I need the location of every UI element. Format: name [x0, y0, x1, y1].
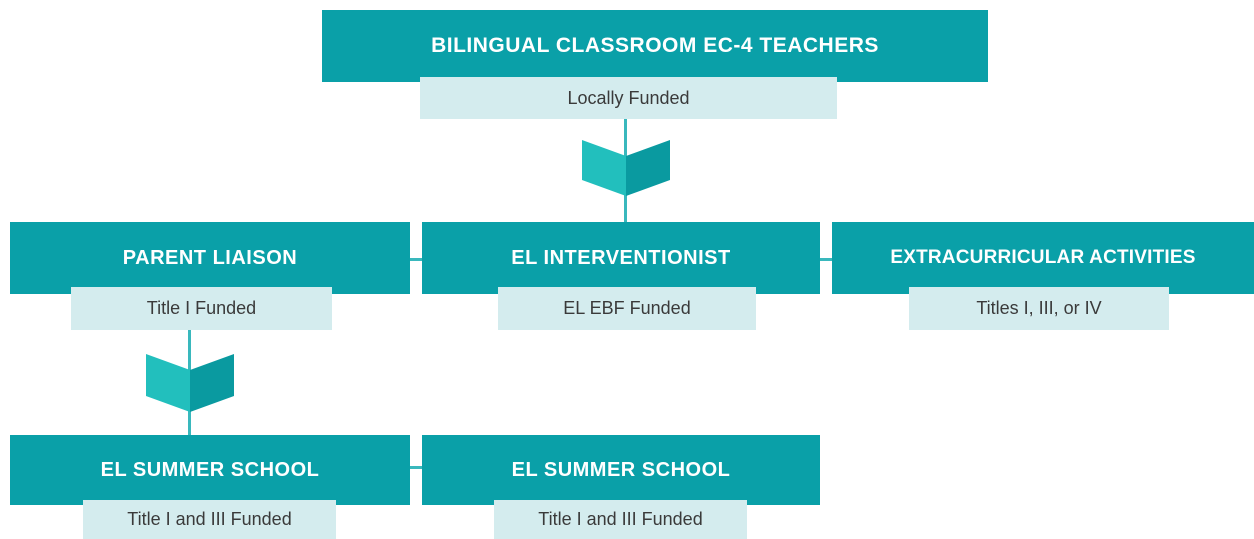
connector-interventionist-extracurricular	[820, 258, 832, 261]
node-parent-liaison-funding: Title I Funded	[71, 287, 332, 330]
down-arrow-left-face	[146, 354, 190, 412]
down-arrow-icon	[582, 140, 670, 196]
down-arrow-right-face	[626, 140, 670, 196]
node-summer-school-left-title: EL SUMMER SCHOOL	[10, 435, 410, 505]
node-summer-school-right-funding: Title I and III Funded	[494, 500, 747, 539]
connector-summer-schools	[410, 466, 422, 469]
node-bilingual-teachers-title: BILINGUAL CLASSROOM EC-4 TEACHERS	[322, 10, 988, 82]
down-arrow-left-face	[582, 140, 626, 196]
node-extracurricular-funding: Titles I, III, or IV	[909, 287, 1169, 330]
node-el-interventionist-title: EL INTERVENTIONIST	[422, 222, 820, 294]
down-arrow-right-face	[190, 354, 234, 412]
connector-liaison-interventionist	[410, 258, 422, 261]
node-summer-school-left-funding: Title I and III Funded	[83, 500, 336, 539]
node-bilingual-teachers-funding: Locally Funded	[420, 77, 837, 119]
node-extracurricular-title: EXTRACURRICULAR ACTIVITIES	[832, 222, 1254, 294]
node-el-interventionist-funding: EL EBF Funded	[498, 287, 756, 330]
node-summer-school-right-title: EL SUMMER SCHOOL	[422, 435, 820, 505]
node-parent-liaison-title: PARENT LIAISON	[10, 222, 410, 294]
down-arrow-icon	[146, 354, 234, 412]
